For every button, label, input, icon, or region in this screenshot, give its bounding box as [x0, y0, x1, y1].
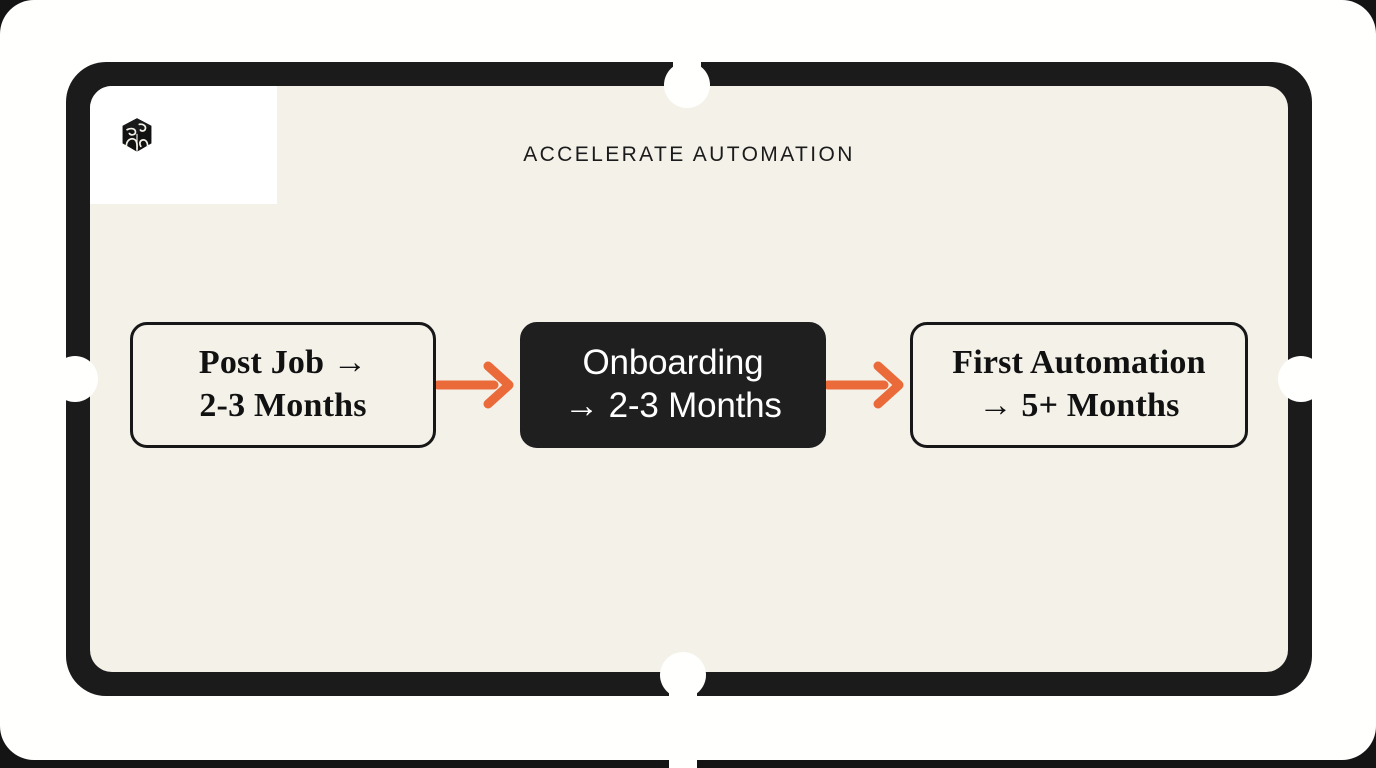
screen-surface: ACCELERATE AUTOMATION Post Job → 2-3 Mon… [90, 86, 1288, 672]
arrow-right-icon [826, 361, 904, 409]
bezel-notch-top-stem [673, 0, 701, 86]
page-title: ACCELERATE AUTOMATION [523, 143, 855, 166]
flow-diagram: Post Job → 2-3 Months Onboarding → 2-3 M… [90, 322, 1288, 448]
bezel-notch-bottom-stem [669, 672, 697, 768]
flow-step-first-automation-line1: First Automation [952, 344, 1206, 382]
flow-step-first-automation-line2: → 5+ Months [978, 387, 1180, 424]
flow-step-onboarding-line2: → 2-3 Months [564, 386, 782, 425]
flow-step-onboarding-line1: Onboarding [582, 343, 764, 383]
bezel-notch-right-stem [1300, 366, 1376, 394]
flow-step-first-automation[interactable]: First Automation → 5+ Months [910, 322, 1248, 448]
logo-plate [90, 86, 277, 204]
flow-step-post-job[interactable]: Post Job → 2-3 Months [130, 322, 436, 448]
flow-step-post-job-line1: Post Job → [198, 344, 368, 382]
cube-swirl-logo-icon[interactable] [118, 116, 156, 154]
arrow-right-icon [436, 361, 514, 409]
flow-step-onboarding[interactable]: Onboarding → 2-3 Months [520, 322, 826, 448]
bezel-notch-left-stem [0, 366, 76, 394]
flow-step-post-job-line2: 2-3 Months [199, 387, 367, 424]
device-bezel: ACCELERATE AUTOMATION Post Job → 2-3 Mon… [66, 62, 1312, 696]
